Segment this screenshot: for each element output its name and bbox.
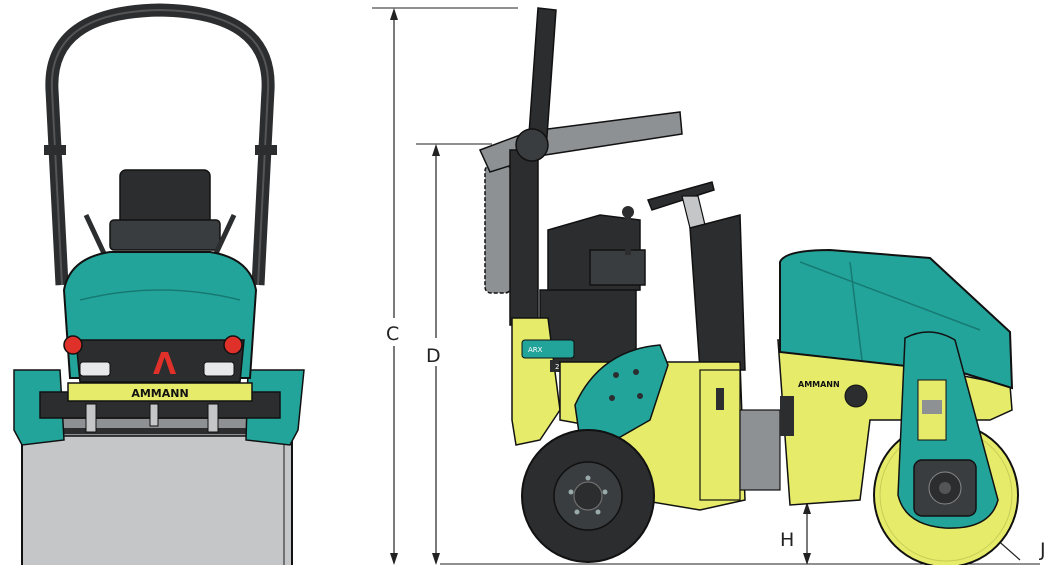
dim-d-label: D xyxy=(426,345,441,367)
side-front-step xyxy=(780,396,794,436)
side-view: ARX 26 AMMANN xyxy=(478,7,1019,565)
side-steering-column xyxy=(681,195,706,229)
side-rear-lug-5 xyxy=(568,489,574,495)
side-fender-bolt-4 xyxy=(637,393,643,399)
dim-h-arrow-bottom xyxy=(803,553,811,565)
side-seat-console xyxy=(589,249,646,286)
side-rear-lug-2 xyxy=(602,489,608,495)
front-light-left xyxy=(63,335,83,355)
front-brand-band xyxy=(67,382,253,402)
side-fender-bolt-3 xyxy=(609,395,615,401)
side-rear-lug-3 xyxy=(595,509,601,515)
side-rollbar-arm-folded xyxy=(539,111,683,156)
side-brand-text: AMMANN xyxy=(798,380,840,389)
side-rear-fender xyxy=(574,344,669,441)
front-bracket-1 xyxy=(85,403,97,433)
side-steering-wheel xyxy=(646,181,715,211)
dim-h-arrow-top xyxy=(803,502,811,514)
side-joystick-knob xyxy=(622,206,634,218)
front-bracket-2 xyxy=(207,403,219,433)
front-rollbar-inner xyxy=(50,8,270,286)
front-left-guard xyxy=(13,369,65,446)
front-rollbar-clamp-right xyxy=(255,145,277,155)
front-grille xyxy=(75,339,245,383)
front-rollbar-clamp-left xyxy=(44,145,66,155)
dim-c-label-bg xyxy=(382,318,406,346)
side-dash-tower xyxy=(689,214,746,371)
side-model-badge xyxy=(521,339,575,359)
side-rear-hub xyxy=(573,481,603,511)
side-model-badge-text: ARX xyxy=(528,346,543,354)
dim-h-label: H xyxy=(780,529,794,551)
front-light-right xyxy=(223,335,243,355)
dim-j-label: J xyxy=(1039,539,1046,561)
side-rollbar-folded xyxy=(484,164,512,294)
front-brand-text: AMMANN xyxy=(131,387,188,400)
side-middle-slot xyxy=(716,388,724,410)
dim-d-label-bg xyxy=(424,338,448,366)
front-lamp-right xyxy=(203,361,235,377)
front-hood-crease xyxy=(79,289,241,301)
side-drum-motor-center xyxy=(939,482,951,494)
side-rollbar-pivot xyxy=(515,128,549,162)
dim-d-arrow-bottom xyxy=(432,553,440,565)
front-seat-back xyxy=(119,169,211,226)
front-view: Λ AMMANN xyxy=(13,3,305,565)
side-front-tank-cap xyxy=(844,384,868,408)
front-seat-base xyxy=(109,219,221,251)
dim-c-arrow-bottom xyxy=(390,553,398,565)
side-fender-bolt-1 xyxy=(613,372,619,378)
side-rear-lug-1 xyxy=(585,475,591,481)
dim-d-arrow-top xyxy=(432,144,440,156)
front-logo-icon: Λ xyxy=(153,347,177,382)
front-scraper-strip xyxy=(30,428,284,434)
side-front-hood-crease xyxy=(799,261,981,331)
front-drum-body xyxy=(21,434,293,565)
side-drum-plate-slot xyxy=(922,400,942,414)
dim-c-label: C xyxy=(386,323,399,345)
side-rear-lug-4 xyxy=(574,509,580,515)
side-front-brand-band xyxy=(796,376,846,390)
front-bracket-3 xyxy=(149,403,159,427)
dim-c-arrow-top xyxy=(390,8,398,20)
side-front-hood-line xyxy=(849,261,863,361)
side-rollbar-post xyxy=(509,149,539,326)
side-fender-bolt-2 xyxy=(633,369,639,375)
front-lamp-left xyxy=(79,361,111,377)
side-articulation-block xyxy=(739,409,781,491)
